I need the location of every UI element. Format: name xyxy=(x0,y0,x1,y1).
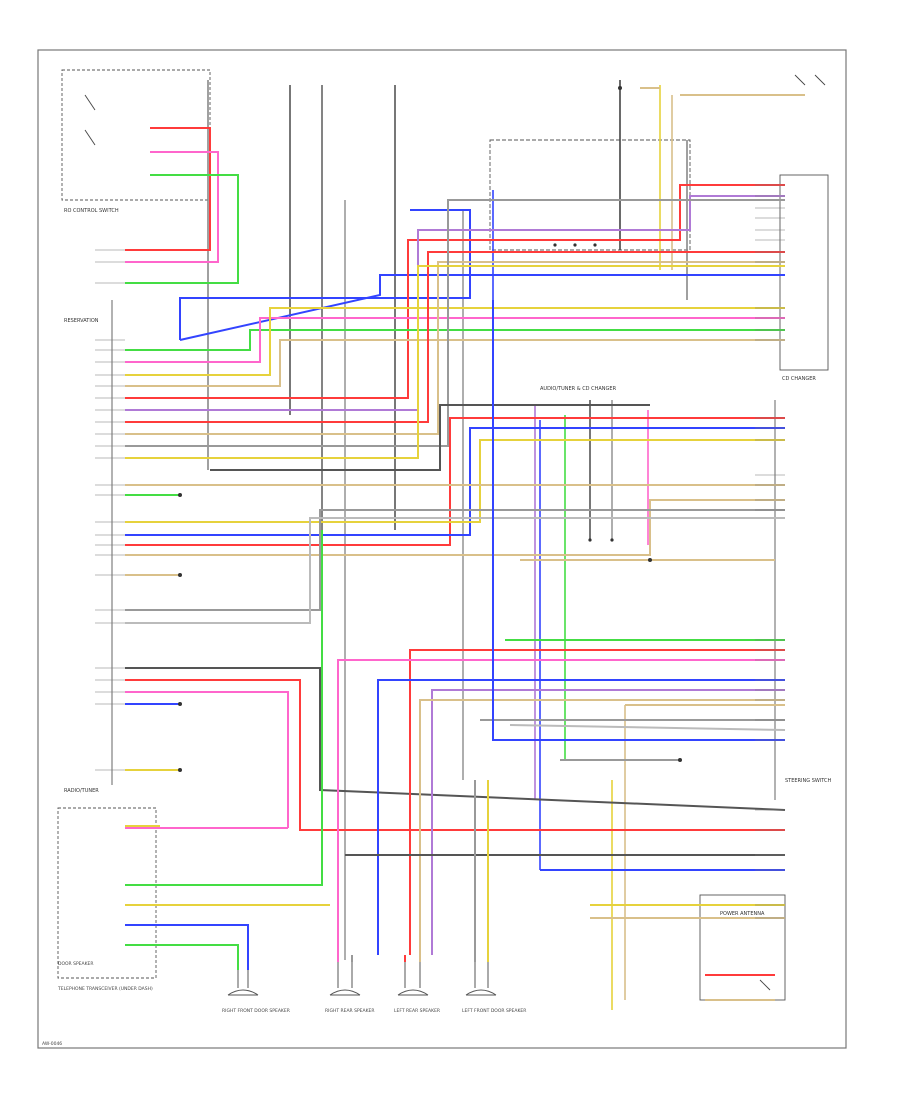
cd-changer-label: CD CHANGER xyxy=(782,376,816,382)
steering-switch-box xyxy=(57,807,157,979)
wire-red-3 xyxy=(125,417,785,546)
wire-yellow-3 xyxy=(125,439,785,523)
splice-points xyxy=(178,86,682,772)
wire-blue-6 xyxy=(492,300,785,741)
speaker-right-front xyxy=(227,970,259,996)
reservation-label: RESERVATION xyxy=(64,318,99,324)
rear-speaker-left-label: LEFT REAR SPEAKER xyxy=(394,1008,440,1014)
cruise-switch-box xyxy=(61,69,211,201)
tuner-pins xyxy=(95,249,125,771)
front-speaker-left-label: LEFT FRONT DOOR SPEAKER xyxy=(462,1008,526,1014)
power-antenna-label: POWER ANTENNA xyxy=(720,911,765,917)
right-pins xyxy=(755,184,785,919)
wire-blue-8 xyxy=(125,924,249,970)
cruise-switch-label: RO CONTROL SWITCH xyxy=(64,208,119,214)
wire-red-top xyxy=(125,127,211,251)
wire-green-4 xyxy=(125,530,323,886)
cd-changer-box xyxy=(779,174,829,371)
wire-red-4 xyxy=(125,679,785,831)
switch-symbols xyxy=(84,74,826,991)
door-speaker-label: DOOR SPEAKER xyxy=(58,961,94,967)
wire-yellow-2 xyxy=(125,265,785,459)
speakers xyxy=(227,960,497,996)
wire-tan-2 xyxy=(125,261,785,435)
wire-pink-3 xyxy=(337,659,785,955)
transmitter-label: TELEPHONE TRANSCEIVER (UNDER DASH) xyxy=(57,986,153,992)
wire-tan-1 xyxy=(125,339,785,387)
wire-blue-5 xyxy=(377,679,785,955)
wire-black-1 xyxy=(210,404,650,471)
wire-pink-2 xyxy=(125,691,289,828)
wire-pink-top xyxy=(125,151,219,263)
wire-yellow-1 xyxy=(125,307,785,376)
wire-violet-3 xyxy=(431,689,785,955)
wire-green-5 xyxy=(125,944,239,970)
wire-black-2 xyxy=(125,667,786,811)
front-speaker-right-label: RIGHT FRONT DOOR SPEAKER xyxy=(222,1008,290,1014)
wire-blue-1 xyxy=(179,209,471,340)
wire-green-top xyxy=(125,174,239,284)
radio-tuner-label: RADIO/TUNER xyxy=(64,788,99,794)
wire-gray-3 xyxy=(125,517,785,624)
speaker-left-front xyxy=(465,960,497,996)
wire-pink-1 xyxy=(125,317,785,363)
diagram-frame xyxy=(37,49,847,1049)
speaker-right-rear xyxy=(329,960,361,996)
wire-gray-2 xyxy=(125,509,785,611)
wire-tan-6 xyxy=(419,699,785,955)
component-labels: RO CONTROL SWITCH RADIO/TUNER RESERVATIO… xyxy=(42,208,832,1047)
steering-switch-label: STEERING SWITCH xyxy=(785,778,832,784)
wire-violet-1 xyxy=(125,195,785,411)
amp-label: AUDIO/TUNER & CD CHANGER xyxy=(540,386,617,392)
speaker-left-rear xyxy=(397,960,429,996)
harness-wires xyxy=(125,87,805,1001)
wire-red-2 xyxy=(125,251,785,423)
rear-speaker-right-label: RIGHT REAR SPEAKER xyxy=(325,1008,375,1014)
wire-gray-5 xyxy=(509,724,786,731)
speaker-wires xyxy=(337,780,489,962)
wire-gray-1 xyxy=(125,199,785,447)
wire-red-1 xyxy=(125,184,785,399)
wire-red-5 xyxy=(409,649,785,955)
wire-blue-3 xyxy=(125,427,785,536)
footer-code: AW-0046 xyxy=(42,1041,62,1047)
wire-green-1 xyxy=(125,329,785,351)
wire-tan-3 xyxy=(125,499,785,556)
